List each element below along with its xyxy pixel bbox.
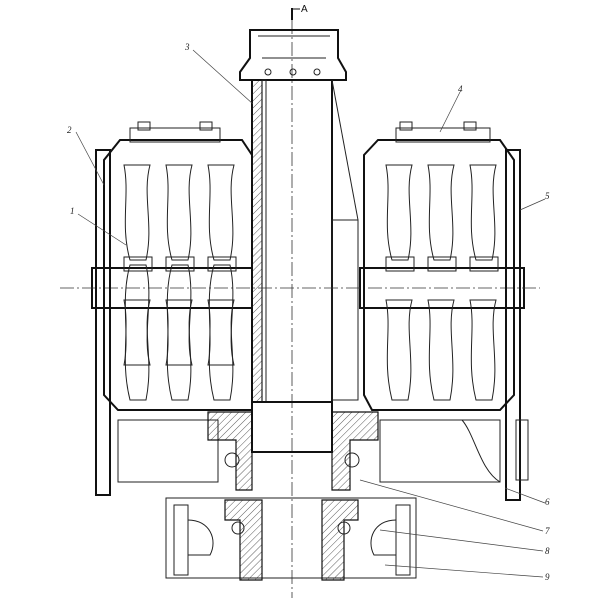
right-drum-housing bbox=[363, 121, 521, 501]
bolt-icon bbox=[337, 521, 351, 535]
callout-1: 1 bbox=[70, 206, 75, 216]
bolt-icon bbox=[231, 521, 245, 535]
bearing-icon bbox=[344, 452, 360, 468]
bearing-icon bbox=[224, 452, 240, 468]
callout-2: 2 bbox=[67, 125, 72, 135]
section-marker: A bbox=[291, 4, 308, 20]
right-rotor-discs bbox=[385, 164, 499, 401]
callout-5: 5 bbox=[545, 191, 550, 201]
bolt-icon bbox=[313, 68, 321, 76]
bolt-icon bbox=[289, 68, 297, 76]
horizontal-shaft bbox=[60, 267, 540, 309]
section-marker-label: A bbox=[301, 4, 308, 15]
leader-lines bbox=[75, 49, 546, 578]
bolt-icon bbox=[264, 68, 272, 76]
callout-3: 3 bbox=[184, 42, 190, 52]
left-drum-housing bbox=[95, 121, 253, 496]
central-column bbox=[239, 29, 359, 403]
lower-bearing-assembly bbox=[117, 401, 529, 491]
callout-6: 6 bbox=[545, 497, 550, 507]
bottom-coupling bbox=[165, 497, 417, 581]
callout-4: 4 bbox=[458, 84, 463, 94]
callout-7: 7 bbox=[545, 526, 550, 536]
callout-9: 9 bbox=[545, 572, 550, 582]
left-rotor-discs bbox=[123, 164, 237, 401]
callout-8: 8 bbox=[545, 546, 550, 556]
